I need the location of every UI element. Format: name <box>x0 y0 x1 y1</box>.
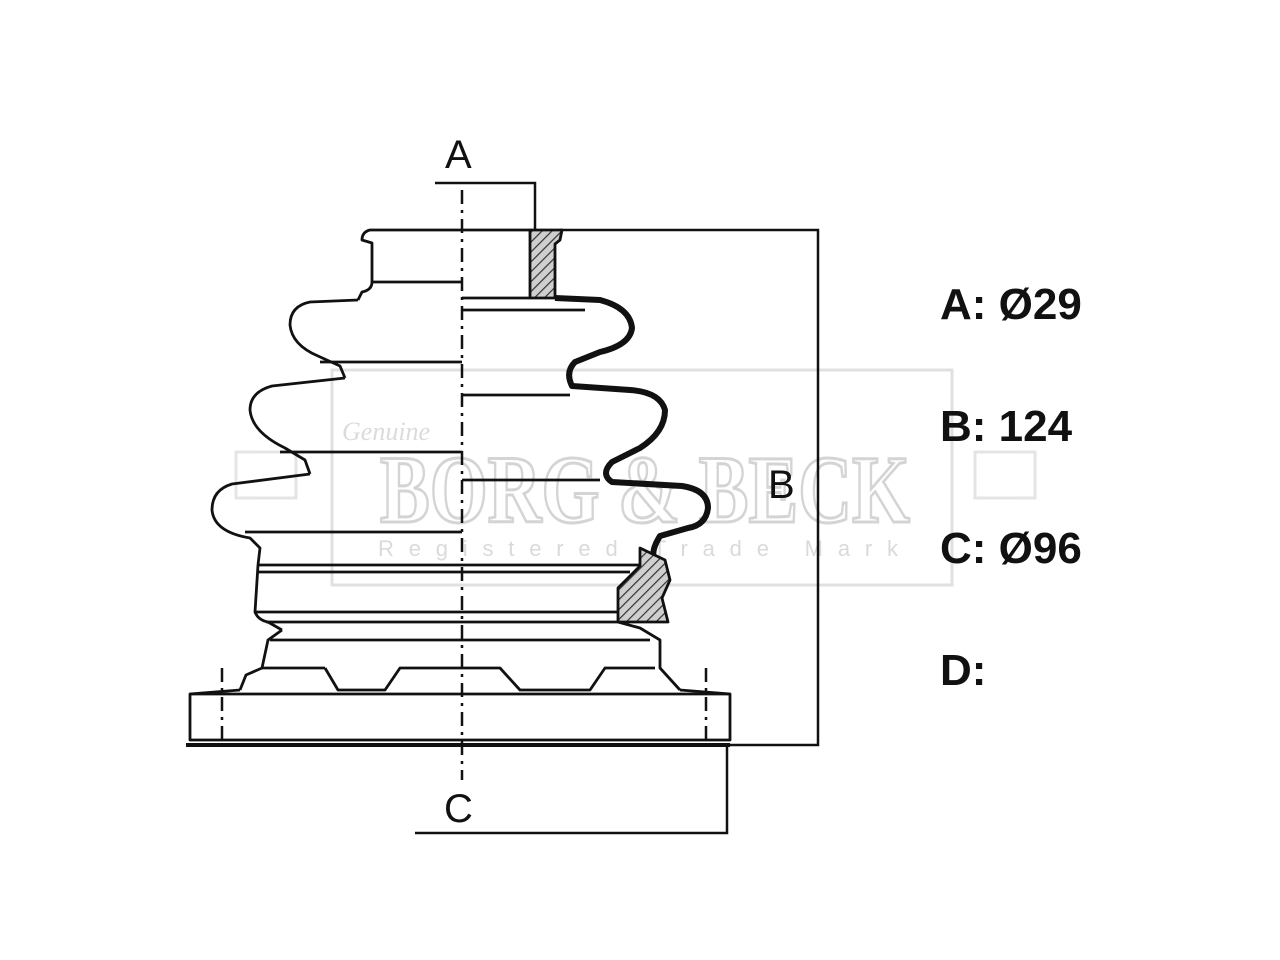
dimension-c-line <box>415 745 729 835</box>
boot-section-view <box>462 228 732 742</box>
spec-key: C <box>940 524 999 573</box>
spec-row-b: B124 <box>940 392 1082 514</box>
dimension-b-line <box>560 228 820 747</box>
centre-lines <box>220 190 708 780</box>
spec-key: A <box>940 280 999 329</box>
dimension-label-c: C <box>444 787 473 831</box>
borg-beck-watermark: Genuine BORG & BECK Registered Trade Mar… <box>234 368 1037 587</box>
boot-outer-view <box>188 228 462 742</box>
watermark-tagline: Registered Trade Mark <box>378 536 908 561</box>
dimension-a-line <box>435 181 537 232</box>
spec-row-d: D <box>940 636 1082 758</box>
dimension-label-a: A <box>445 133 472 177</box>
dimension-spec-list: AØ29 B124 CØ96 D <box>940 270 1082 758</box>
watermark-script: Genuine <box>342 417 430 446</box>
spec-value: Ø96 <box>998 524 1082 573</box>
watermark-brand: BORG & BECK <box>380 436 910 543</box>
spec-row-a: AØ29 <box>940 270 1082 392</box>
spec-value: 124 <box>998 402 1073 451</box>
dimension-label-b: B <box>768 463 795 507</box>
spec-key: B <box>940 402 999 451</box>
spec-row-c: CØ96 <box>940 514 1082 636</box>
spec-key: D <box>940 646 986 695</box>
spec-value: Ø29 <box>998 280 1082 329</box>
